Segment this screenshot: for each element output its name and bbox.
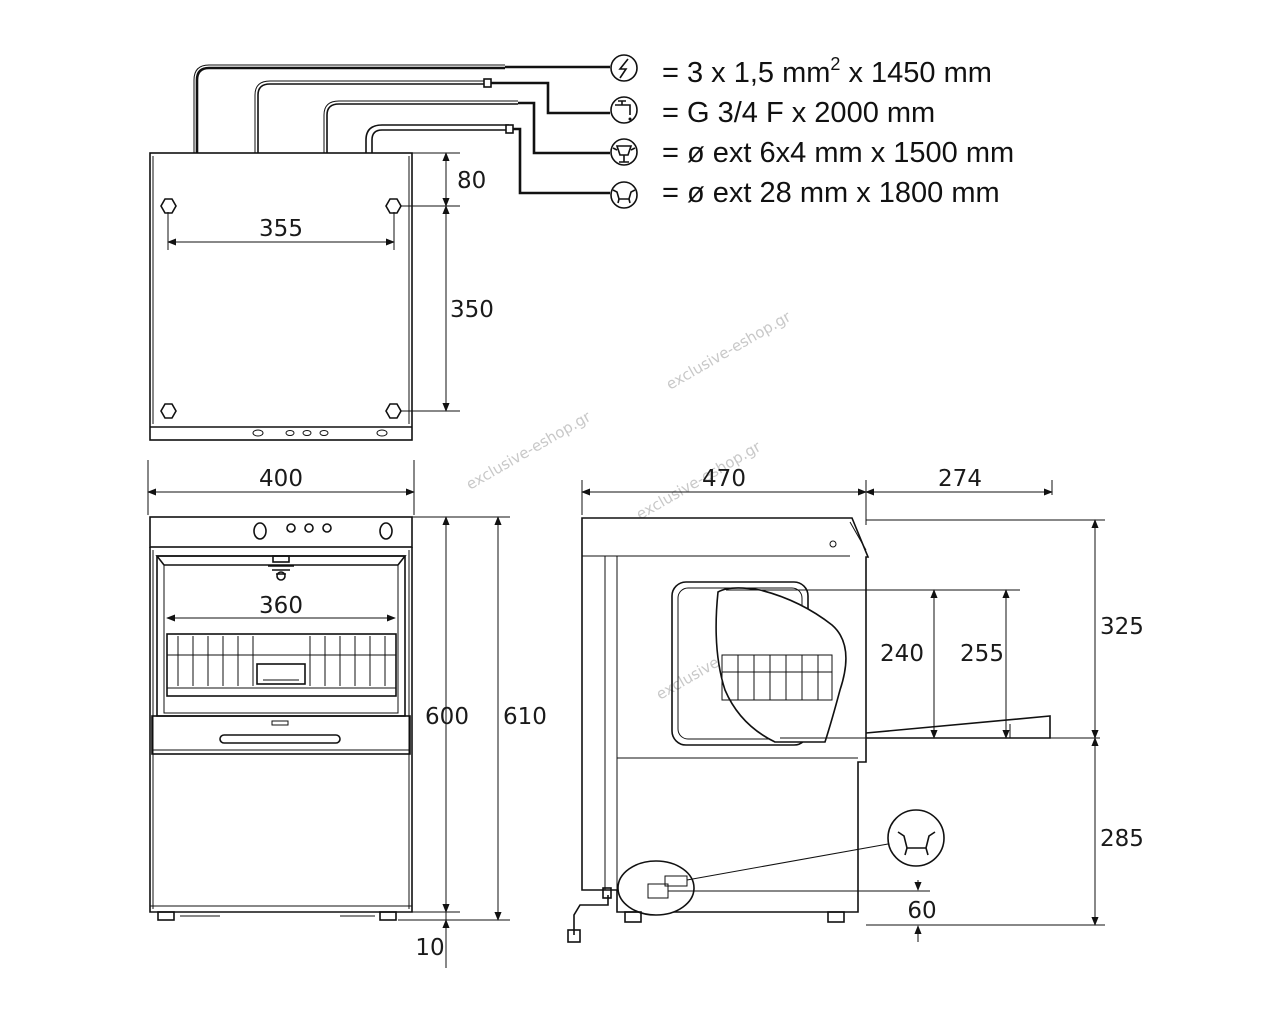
- foot-hex: [160, 198, 177, 214]
- control-panel: [149, 516, 413, 548]
- spec-water: = G 3/4 F x 2000 mm: [662, 97, 935, 129]
- dim-80: 80: [457, 168, 486, 194]
- foot-hex: [385, 198, 402, 214]
- dim-470: 470: [702, 466, 746, 492]
- connection-specs: = 3 x 1,5 mm2 x 1450 mm = G 3/4 F x 2000…: [610, 54, 1014, 209]
- dim-274: 274: [938, 466, 982, 492]
- dim-360: 360: [259, 593, 303, 619]
- drain-hose: [371, 129, 509, 153]
- front-body: [149, 547, 413, 913]
- water-tap-icon: [610, 96, 638, 124]
- spec-detergent: = ø ext 6x4 mm x 1500 mm: [662, 137, 1014, 169]
- dim-600: 600: [425, 704, 469, 730]
- drain-icon: [610, 181, 638, 209]
- cutaway-view: [715, 587, 847, 743]
- foot-hex: [160, 403, 177, 419]
- dim-285: 285: [1100, 826, 1144, 852]
- side-table: [865, 715, 1051, 739]
- water-inlet-hose: [257, 83, 488, 153]
- spec-drain: = ø ext 28 mm x 1800 mm: [662, 177, 1000, 209]
- door-handle: [219, 734, 341, 744]
- drain-icon-large: [887, 809, 945, 867]
- watermark: exclusive-eshop.gr: [463, 407, 595, 493]
- dim-350: 350: [450, 297, 494, 323]
- dim-325: 325: [1100, 614, 1144, 640]
- watermark: exclusive-eshop.gr: [663, 307, 795, 393]
- dim-255: 255: [960, 641, 1004, 667]
- drain-outlet: [617, 860, 695, 916]
- power-plug-cable: [573, 895, 609, 935]
- dim-240: 240: [880, 641, 924, 667]
- dim-60: 60: [907, 898, 936, 924]
- dim-355: 355: [259, 216, 303, 242]
- detergent-hose: [326, 103, 518, 153]
- detergent-icon: [610, 138, 638, 166]
- basket: [166, 633, 397, 697]
- front-view: 400 360: [147, 460, 547, 968]
- door: [151, 715, 411, 755]
- dim-610: 610: [503, 704, 547, 730]
- dim-400: 400: [259, 466, 303, 492]
- dim-10: 10: [415, 935, 444, 961]
- spec-electric: = 3 x 1,5 mm2 x 1450 mm: [662, 54, 992, 89]
- foot-hex: [385, 403, 402, 419]
- top-view: 355 80 350: [149, 64, 610, 441]
- electric-icon: [610, 54, 638, 82]
- side-view: 470 274 240 255 325 285: [567, 466, 1144, 943]
- top-view-body: [149, 152, 413, 441]
- power-cable: [195, 66, 505, 153]
